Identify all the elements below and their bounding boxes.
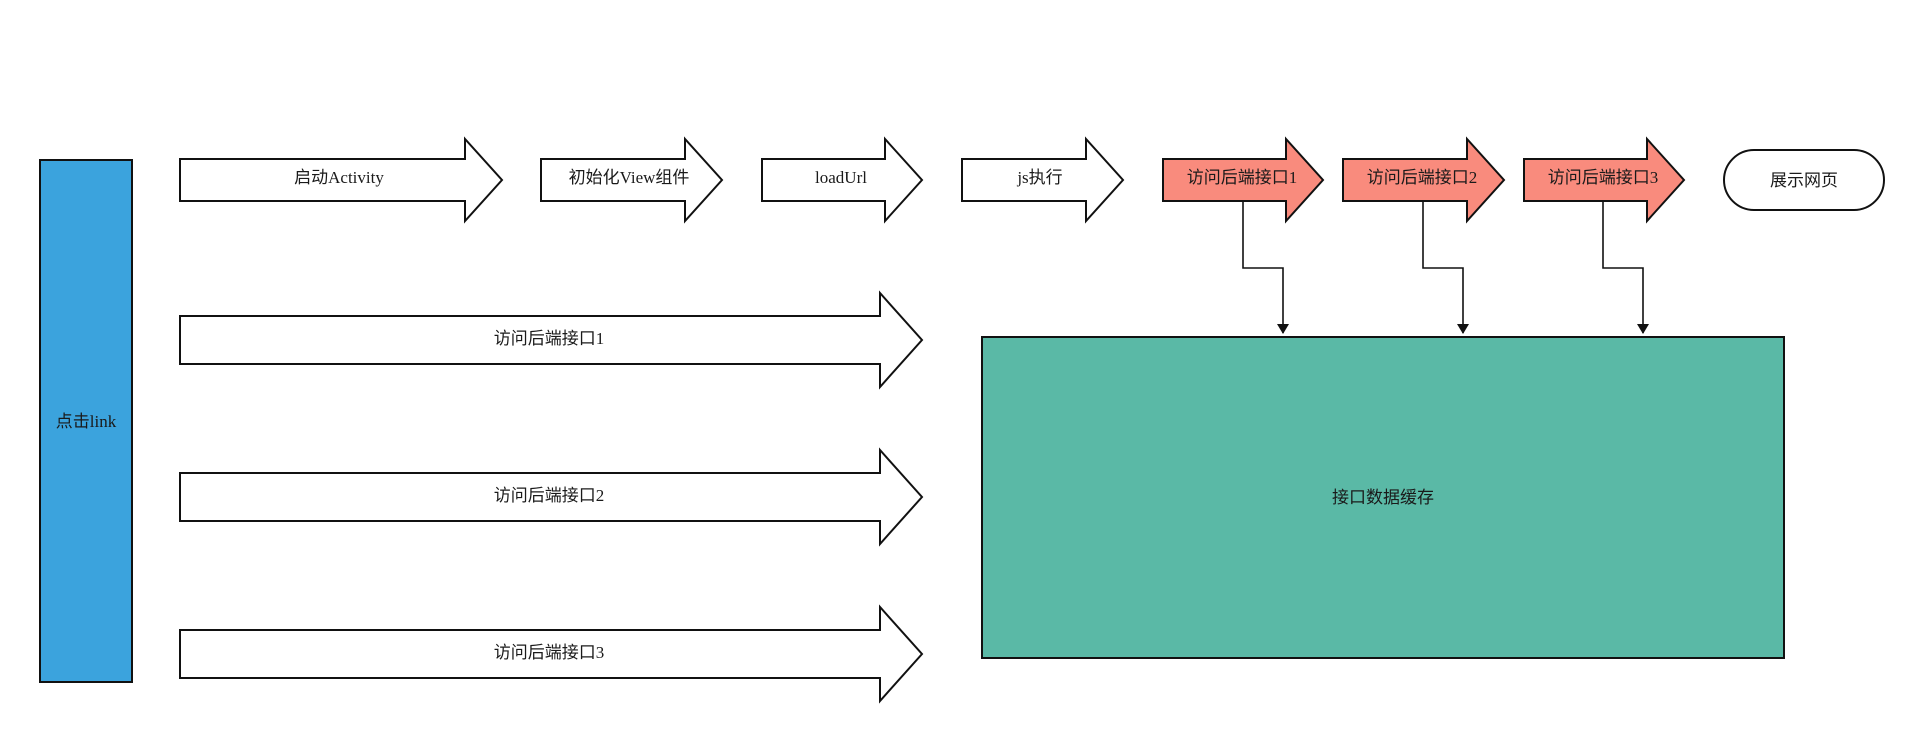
top-flow-step: js执行 xyxy=(961,136,1125,224)
top-flow-step-arrow xyxy=(540,136,724,224)
top-flow-step-label: 访问后端接口1 xyxy=(1187,168,1298,187)
parallel-request-label: 访问后端接口2 xyxy=(494,486,605,505)
click-link-box xyxy=(39,159,133,683)
top-flow-step-arrow xyxy=(1342,136,1506,224)
parallel-request-arrow xyxy=(179,447,924,547)
top-flow-step-highlight: 访问后端接口3 xyxy=(1523,136,1686,224)
show-page-node: 展示网页 xyxy=(1723,149,1885,211)
top-flow-step-highlight: 访问后端接口2 xyxy=(1342,136,1506,224)
cache-node: 接口数据缓存 xyxy=(981,336,1785,659)
connector-api2-to-cache xyxy=(1422,201,1469,334)
top-flow-step-arrow xyxy=(179,136,504,224)
top-flow-step-highlight: 访问后端接口1 xyxy=(1162,136,1325,224)
top-flow-step-label: 访问后端接口2 xyxy=(1367,168,1478,187)
parallel-request-arrow xyxy=(179,290,924,390)
cache-label: 接口数据缓存 xyxy=(1332,488,1434,507)
click-link-node: 点击link xyxy=(39,159,133,683)
top-flow-step: 启动Activity xyxy=(179,136,504,224)
top-flow-step-label: 初始化View组件 xyxy=(569,168,690,187)
top-flow-step-label: 访问后端接口3 xyxy=(1548,168,1659,187)
show-page-label: 展示网页 xyxy=(1770,171,1838,190)
top-flow-step-arrow xyxy=(1523,136,1686,224)
cache-box xyxy=(981,336,1785,659)
top-flow-step-label: js执行 xyxy=(1016,168,1062,187)
top-flow-step-arrow xyxy=(761,136,924,224)
top-flow-step-arrow xyxy=(1162,136,1325,224)
parallel-request-label: 访问后端接口3 xyxy=(494,643,605,662)
parallel-request: 访问后端接口1 xyxy=(179,290,924,390)
show-page-terminator xyxy=(1723,149,1885,211)
parallel-request: 访问后端接口2 xyxy=(179,447,924,547)
top-flow-step-label: loadUrl xyxy=(815,168,867,187)
connector-api1-to-cache xyxy=(1242,201,1289,334)
click-link-label: 点击link xyxy=(56,412,117,431)
parallel-request: 访问后端接口3 xyxy=(179,604,924,704)
top-flow-step: 初始化View组件 xyxy=(540,136,724,224)
top-flow-step-label: 启动Activity xyxy=(294,168,384,187)
parallel-request-arrow xyxy=(179,604,924,704)
top-flow-step: loadUrl xyxy=(761,136,924,224)
parallel-request-label: 访问后端接口1 xyxy=(494,329,605,348)
connector-api3-to-cache xyxy=(1602,201,1649,334)
top-flow-step-arrow xyxy=(961,136,1125,224)
